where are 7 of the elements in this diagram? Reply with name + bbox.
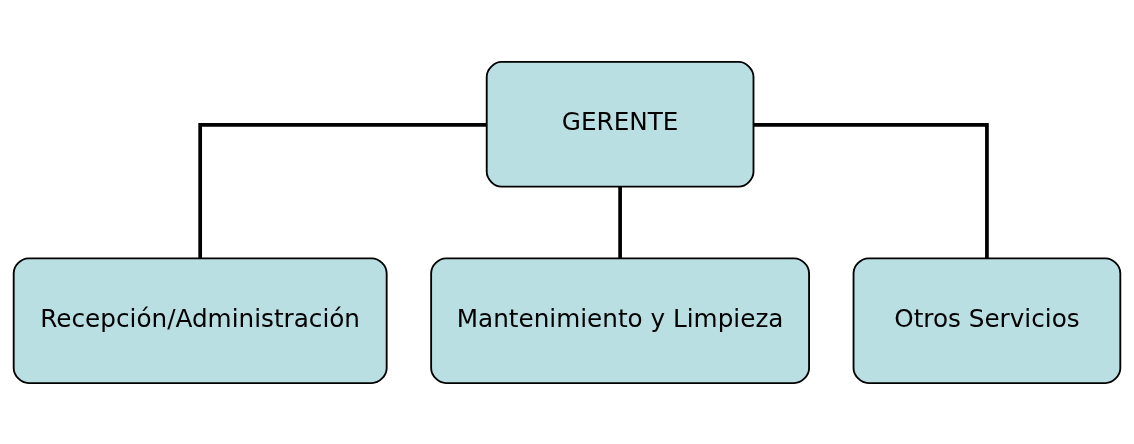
connector [753,122,989,258]
connector [198,122,487,258]
node-box: Mantenimiento y Limpieza [430,256,810,384]
node-box: Otros Servicios [852,256,1122,384]
connector [618,186,622,258]
node-box: Recepción/Administración [12,256,388,384]
node-box: GERENTE [485,60,755,188]
